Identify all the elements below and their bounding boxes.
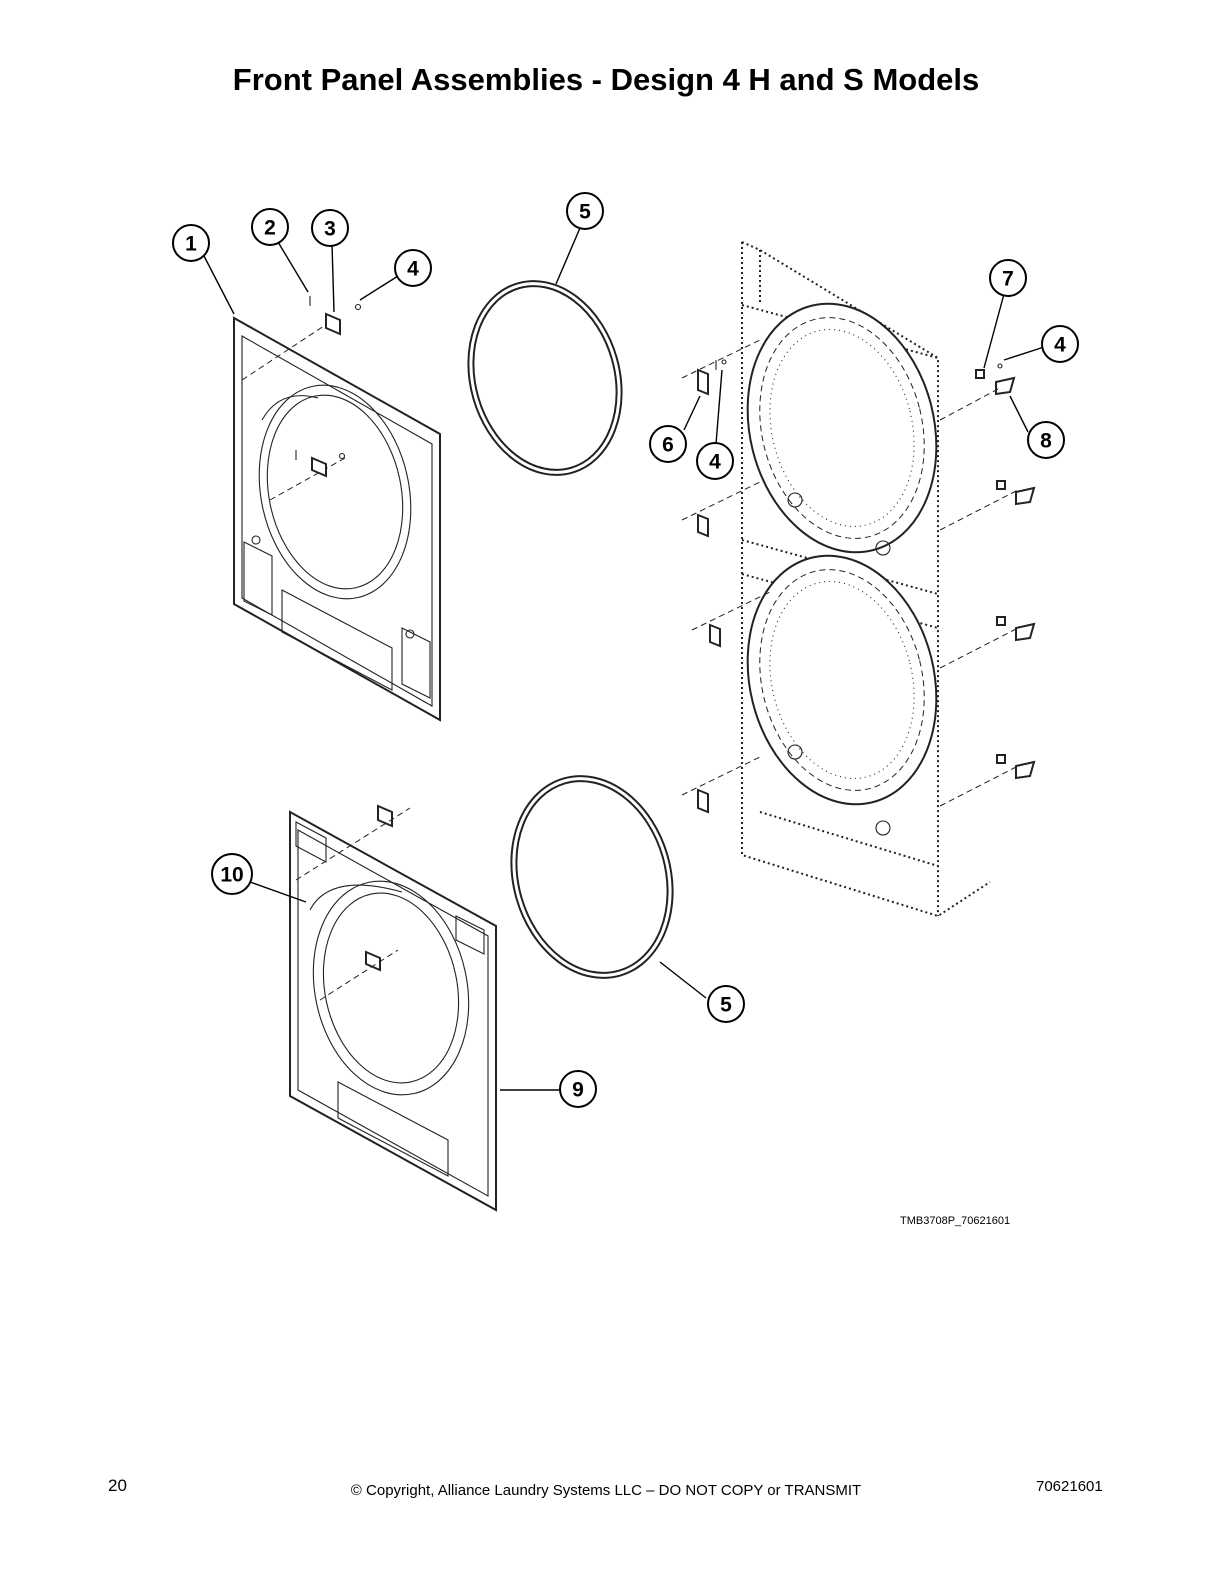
upper-gasket [467, 280, 623, 476]
callout-3-label: 3 [324, 218, 336, 241]
callout-4-cabinet-latch: 4 [1041, 325, 1079, 363]
callout-5-label: 5 [579, 201, 591, 224]
callout-2: 2 [251, 208, 289, 246]
callout-6: 6 [649, 425, 687, 463]
callout-1: 1 [172, 224, 210, 262]
callout-1-label: 1 [185, 233, 197, 256]
callout-5-upper: 5 [566, 192, 604, 230]
callout-10: 10 [211, 853, 253, 895]
page-number: 20 [108, 1476, 127, 1495]
callout-7: 7 [989, 259, 1027, 297]
callout-8-label: 8 [1040, 430, 1052, 453]
callout-5-lower: 5 [707, 985, 745, 1023]
page-title: Front Panel Assemblies - Design 4 H and … [232, 62, 980, 97]
dryer-cabinet [741, 241, 991, 918]
copyright-notice: © Copyright, Alliance Laundry Systems LL… [350, 1482, 862, 1499]
callout-4-label: 4 [407, 258, 419, 281]
figure-code: TMB3708P_70621601 [900, 1215, 1011, 1227]
cabinet-hardware [681, 339, 1036, 814]
callout-4-cabinet-bracket: 4 [696, 442, 734, 480]
lower-front-panel [289, 804, 497, 1212]
leader-lines [203, 227, 1045, 1091]
callout-4-label: 4 [1054, 334, 1066, 357]
callout-4-label: 4 [709, 451, 721, 474]
callout-6-label: 6 [662, 434, 674, 457]
callout-10-label: 10 [220, 864, 243, 887]
upper-hardware [295, 296, 362, 478]
callout-9-label: 9 [572, 1079, 584, 1102]
callout-4-upper-panel: 4 [394, 249, 432, 287]
callout-8: 8 [1027, 421, 1065, 459]
callout-7-label: 7 [1002, 268, 1014, 291]
upper-front-panel [233, 316, 441, 722]
callout-9: 9 [559, 1070, 597, 1108]
document-number: 70621601 [1036, 1478, 1103, 1495]
callout-5-label: 5 [720, 994, 732, 1017]
lower-gasket [510, 775, 674, 979]
callout-3: 3 [311, 209, 349, 247]
callout-2-label: 2 [264, 217, 276, 240]
